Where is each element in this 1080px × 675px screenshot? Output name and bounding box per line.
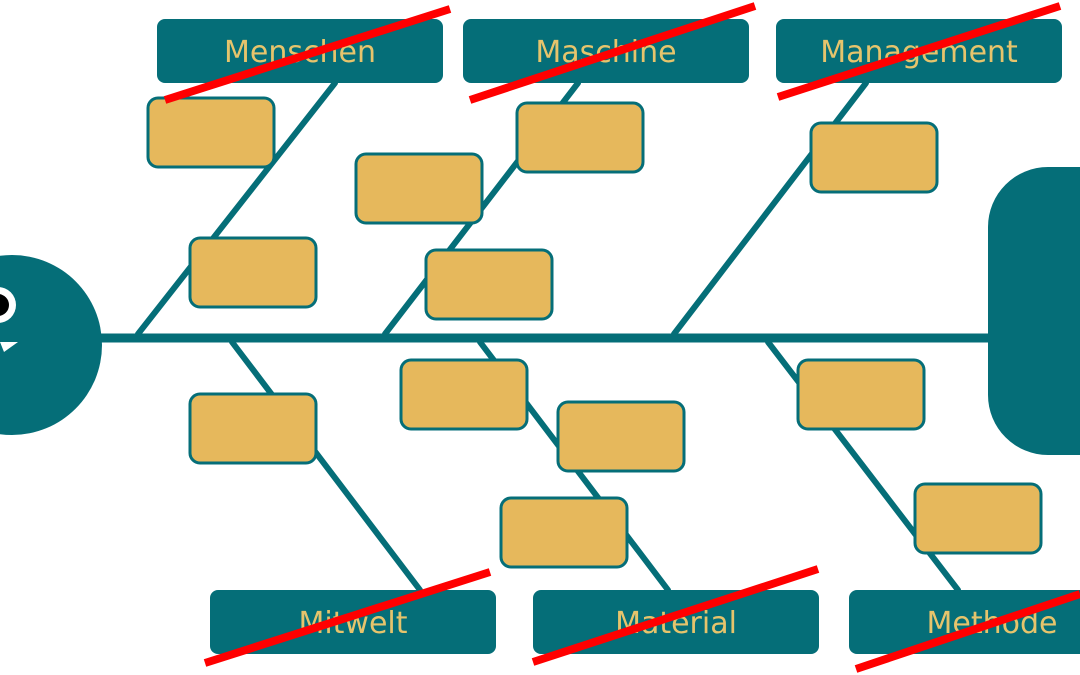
cause-box[interactable] <box>424 248 554 321</box>
cause-box[interactable] <box>913 482 1043 555</box>
cause-box[interactable] <box>354 152 484 225</box>
fish-tail-icon <box>988 167 1080 455</box>
cause-box[interactable] <box>188 236 318 309</box>
cause-box[interactable] <box>809 121 939 194</box>
cause-box[interactable] <box>796 358 926 431</box>
strike-maschine <box>468 2 757 104</box>
strike-mitwelt <box>203 568 492 667</box>
bone-management <box>671 80 869 337</box>
cause-box[interactable] <box>499 496 629 569</box>
cause-box[interactable] <box>515 101 645 174</box>
cause-box[interactable] <box>146 96 276 169</box>
bone-mitwelt <box>229 339 423 593</box>
eye-icon <box>0 287 16 323</box>
category-label: Mitwelt <box>298 606 407 641</box>
strike-lines <box>163 2 1080 673</box>
category-methode: Methode <box>849 590 1080 654</box>
mouth-notch <box>0 342 18 352</box>
cause-box[interactable] <box>188 392 318 465</box>
fish-head-icon <box>0 255 102 435</box>
strike-material <box>531 565 820 666</box>
bone-menschen <box>135 80 338 337</box>
strike-methode <box>854 590 1080 673</box>
cause-box[interactable] <box>556 400 686 473</box>
cause-box[interactable] <box>399 358 529 431</box>
cause-boxes <box>146 96 1043 569</box>
strike-menschen <box>163 5 452 104</box>
strike-management <box>776 2 1062 101</box>
